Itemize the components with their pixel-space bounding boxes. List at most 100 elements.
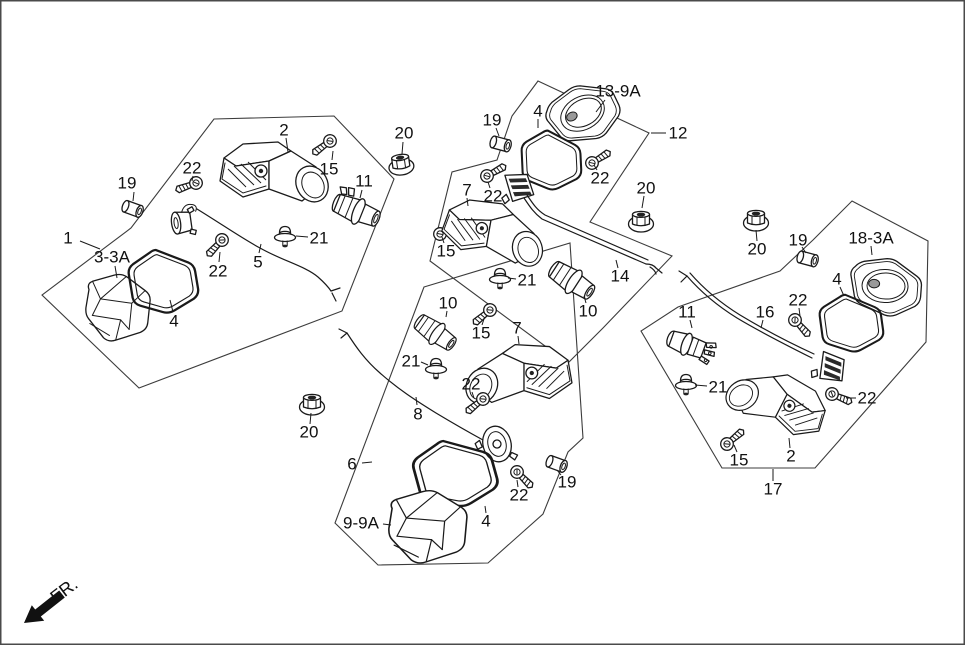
part-label-1-g1: 1	[63, 229, 72, 248]
leader-line-6-g6	[361, 461, 373, 464]
mount-bolt-21-g1	[273, 225, 297, 249]
leader-line-19-g12	[495, 127, 500, 137]
leader-line-21-g12	[507, 277, 517, 280]
part-label-4-g1: 4	[169, 312, 178, 331]
group-12-parts	[430, 76, 663, 306]
part-label-3-3A-g1: 3-3A	[94, 248, 131, 267]
leader-line-15-g6	[481, 318, 485, 326]
group-outline-17	[640, 200, 929, 469]
part-label-19-g12: 19	[483, 111, 502, 130]
screw-22-g1a	[172, 174, 205, 197]
leader-line-7-g6	[517, 335, 520, 345]
grommet-19-g17	[795, 249, 821, 269]
part-label-18-3A-g17: 18-3A	[848, 229, 894, 248]
part-label-4-g12: 4	[533, 102, 542, 121]
leader-line-22-g12	[487, 181, 491, 189]
part-label-9-9A-g6: 9-9A	[343, 514, 380, 533]
group-1-parts	[83, 131, 416, 343]
leader-line-20-g6	[309, 412, 312, 425]
leader-line-22-g1	[218, 251, 221, 263]
fr-indicator: FR.	[24, 574, 82, 623]
leader-line-16-g17	[760, 319, 764, 329]
part-label-5-g1: 5	[253, 253, 262, 272]
part-label-20-g6: 20	[300, 423, 319, 442]
part-label-8-g6: 8	[413, 405, 422, 424]
screw-22-g17b	[823, 385, 855, 409]
part-label-11-g1: 11	[355, 172, 373, 191]
part-label-15-g1: 15	[320, 160, 339, 179]
part-label-2-g17: 2	[786, 447, 795, 466]
group-17-parts	[662, 209, 930, 454]
part-label-20-g12: 20	[637, 179, 656, 198]
fr-arrow-icon	[24, 590, 65, 623]
part-label-21-g17: 21	[709, 378, 728, 397]
leader-line-22-g6	[516, 479, 519, 488]
leader-line-11-g17	[689, 319, 693, 329]
leader-line-11-g1	[359, 189, 363, 199]
part-label-22-g17: 22	[858, 389, 877, 408]
leader-line-5-g1	[258, 243, 262, 254]
leader-line-4-g6	[484, 505, 487, 514]
part-label-21-g12: 21	[518, 271, 537, 290]
leader-line-2-g1	[285, 137, 289, 153]
leader-line-21-g17	[694, 384, 708, 387]
leader-line-21-g6	[420, 361, 429, 366]
bulb-10-g6	[409, 309, 462, 357]
leader-line-10-g12	[583, 295, 587, 304]
leader-line-7-g12	[466, 197, 469, 207]
part-label-12-g12: 12	[669, 124, 688, 143]
housing-7-g12	[436, 193, 556, 276]
part-label-22-g1: 22	[209, 262, 228, 281]
leader-line-15-g17	[733, 444, 738, 453]
part-label-10-g6: 10	[439, 294, 458, 313]
part-label-22-g6: 22	[462, 375, 481, 394]
part-label-20-g17: 20	[748, 240, 767, 259]
leader-line-4-g1	[169, 299, 174, 313]
leader-line-20-g17	[755, 229, 758, 242]
leader-line-22-g12	[593, 164, 598, 171]
part-label-13-9A-g12: 13-9A	[595, 82, 641, 101]
leader-line-19-g6	[556, 469, 562, 476]
leader-line-22-g17	[798, 307, 801, 317]
lens-18-3a	[841, 248, 930, 324]
leader-line-20-g1	[401, 141, 404, 155]
mount-bolt-21-g6	[424, 357, 448, 381]
leader-line-20-g12	[641, 195, 645, 209]
part-label-2-g1: 2	[279, 121, 288, 140]
leader-line-14-g12	[615, 259, 619, 269]
leader-line-15-g1	[331, 150, 334, 161]
leader-line-1-g1	[79, 240, 101, 250]
part-label-19-g17: 19	[789, 231, 808, 250]
part-label-15-g12: 15	[437, 242, 456, 261]
nut-20-c	[742, 209, 770, 232]
bulb-holder-g1	[168, 202, 201, 239]
leader-line-10-g6	[445, 310, 448, 318]
part-label-15-g6: 15	[472, 324, 491, 343]
part-label-19-g1: 19	[118, 174, 137, 193]
leader-line-4-g17	[839, 286, 845, 297]
part-label-19-g6: 19	[558, 473, 577, 492]
part-label-6-g6: 6	[347, 455, 356, 474]
leader-line-9-9A-g6	[382, 523, 392, 526]
leader-line-3-3A-g1	[114, 265, 118, 279]
leader-line-22-g6	[471, 391, 475, 399]
wire-14	[523, 194, 663, 275]
grommet-19-g12	[488, 134, 514, 154]
part-label-22-g17: 22	[789, 291, 808, 310]
group-outline-1	[41, 115, 395, 389]
part-label-7-g12: 7	[462, 181, 471, 200]
part-label-7-g6: 7	[512, 319, 521, 338]
screw-15-g17	[717, 424, 749, 454]
part-label-10-g12: 10	[579, 302, 598, 321]
screw-22-g1b	[202, 230, 232, 261]
leader-line-19-g17	[801, 246, 807, 254]
part-label-22-g6: 22	[510, 486, 529, 505]
mount-bolt-21-g17	[674, 373, 698, 397]
lens-3-3a	[83, 272, 153, 343]
mount-bolt-21-g12	[488, 267, 512, 291]
part-label-15-g17: 15	[730, 451, 749, 470]
